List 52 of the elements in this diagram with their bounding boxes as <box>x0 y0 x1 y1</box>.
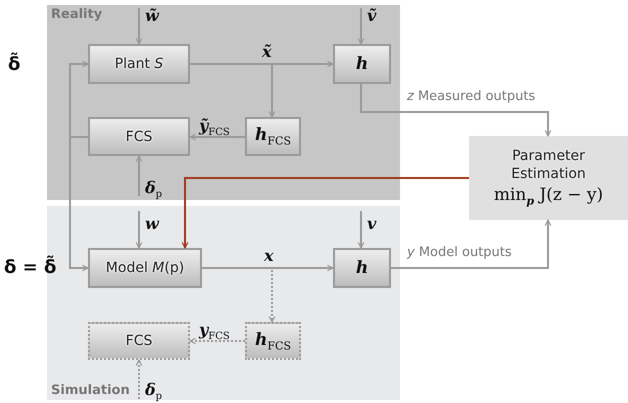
block-symbol: h <box>356 54 368 74</box>
arrow <box>69 60 89 138</box>
dotted-arrow <box>136 359 142 399</box>
process-box <box>333 44 391 84</box>
edge-label: ỹ$_{FCS}$ <box>199 116 230 138</box>
region-title: Reality <box>51 7 102 22</box>
edge-label: x <box>264 246 274 265</box>
edge-label: x̃ <box>262 42 272 61</box>
arrow <box>391 219 552 269</box>
arrow <box>358 8 364 45</box>
arrow <box>136 155 142 196</box>
edge-label: w̃ <box>145 6 159 25</box>
arrow <box>189 134 245 140</box>
arrow <box>360 84 552 137</box>
edge-label: δ$_{p}$ <box>145 380 162 402</box>
edge-label: y$_{FCS}$ <box>199 320 230 342</box>
signal-label: δ̃ <box>8 54 20 75</box>
block-label: Model M(p) <box>106 260 184 276</box>
block-symbol: h <box>356 258 368 278</box>
formula: min$_{p}$ J(z − y) <box>494 185 604 208</box>
signal-label: δ = δ̃ <box>4 257 56 278</box>
region-title: Simulation <box>51 383 130 398</box>
arrow <box>358 211 364 249</box>
block-label: FCS <box>126 333 152 349</box>
dotted-process-box <box>245 322 301 360</box>
edge-label: y Model outputs <box>407 245 512 260</box>
dotted-arrow <box>202 267 276 323</box>
process-box <box>333 248 391 288</box>
arrow <box>69 136 89 272</box>
edge-label: w <box>145 214 159 233</box>
arrow <box>182 177 469 249</box>
arrow <box>136 211 142 249</box>
process-box <box>245 117 301 156</box>
dotted-process-box <box>88 322 190 360</box>
edge-label: δ$_{p}$ <box>145 178 162 200</box>
block-label: Plant S <box>114 56 164 72</box>
process-box <box>88 44 190 84</box>
box-title: Parameter Estimation <box>510 148 587 184</box>
edge-label: ṽ <box>367 6 376 25</box>
dotted-arrow <box>189 338 245 344</box>
block-label: FCS <box>126 128 152 144</box>
edge-label: v <box>367 214 376 233</box>
arrow <box>190 63 276 118</box>
process-box <box>469 136 628 220</box>
region-panel <box>47 5 400 200</box>
edge-label: z Measured outputs <box>407 89 536 104</box>
arrow <box>136 8 142 45</box>
block-symbol: h$_{FCS}$ <box>255 330 291 352</box>
arrow <box>202 264 334 272</box>
process-box <box>88 117 190 156</box>
block-symbol: h$_{FCS}$ <box>255 125 291 148</box>
process-box <box>88 248 202 288</box>
